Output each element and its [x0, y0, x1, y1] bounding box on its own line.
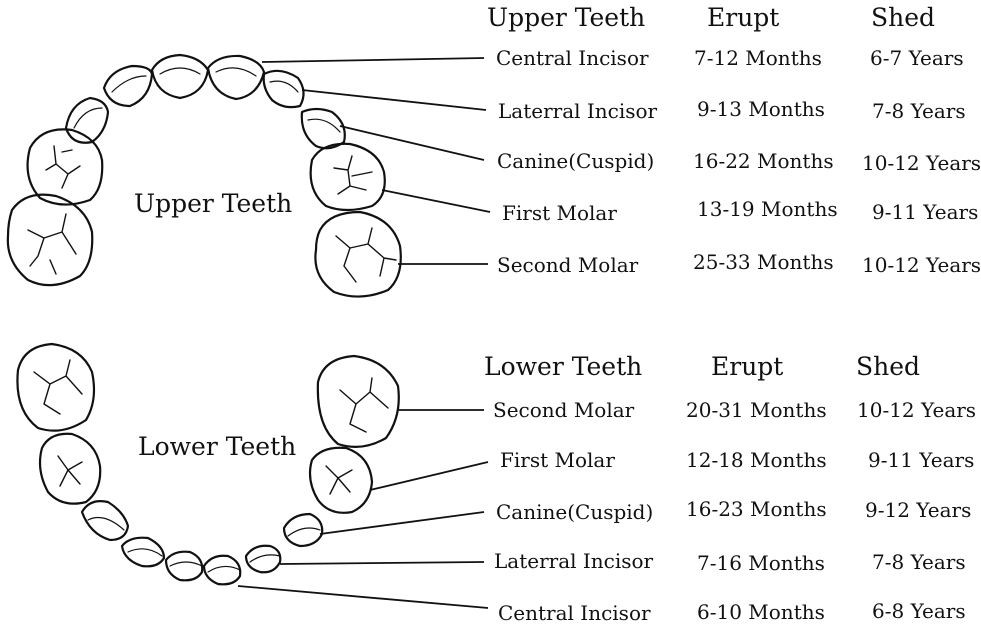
upper-row-name: Central Incisor [496, 46, 649, 70]
upper-row-shed: 10-12 Years [862, 151, 981, 175]
upper-arch [6, 53, 402, 298]
upper-second-molar-left [6, 193, 94, 287]
leader-lower-central-incisor [237, 585, 489, 609]
lower-row-name: Laterral Incisor [494, 549, 654, 573]
upper-erupt-header: Erupt [707, 3, 780, 32]
leader-lower-first-molar [369, 461, 489, 491]
lower-row-erupt: 6-10 Months [697, 600, 825, 624]
lower-row-shed: 10-12 Years [857, 398, 977, 422]
lower-jaw-label: Lower Teeth [138, 432, 297, 461]
upper-row-erupt: 25-33 Months [693, 250, 834, 274]
lower-row-name: Second Molar [493, 398, 635, 422]
upper-row-name: First Molar [502, 201, 617, 225]
lower-group-header: Lower Teeth [484, 352, 643, 381]
upper-second-molar-right [314, 210, 402, 298]
lower-row-name: Canine(Cuspid) [496, 500, 654, 524]
upper-row-erupt: 16-22 Months [693, 149, 834, 173]
lower-arch [16, 342, 400, 586]
upper-canine-right [300, 107, 346, 150]
lower-first-molar-left [38, 432, 102, 505]
upper-central-incisor-left [150, 53, 210, 100]
lower-row-name: First Molar [500, 448, 615, 472]
leader-upper-lateral-incisor [301, 89, 487, 111]
lower-row-shed: 6-8 Years [872, 599, 966, 623]
upper-lateral-incisor-left [102, 64, 154, 108]
lower-erupt-header: Erupt [711, 352, 784, 381]
upper-central-incisor-right [206, 54, 266, 101]
upper-row-shed: 9-11 Years [872, 200, 979, 224]
lower-canine-right [282, 512, 324, 548]
upper-row-erupt: 13-19 Months [697, 197, 838, 221]
upper-lateral-incisor-right [262, 69, 305, 109]
upper-row-name: Second Molar [497, 253, 639, 277]
lower-row-erupt: 7-16 Months [697, 551, 825, 575]
lower-central-incisor-right [202, 554, 242, 586]
leader-upper-first-molar [381, 189, 491, 213]
leader-lower-lateral-incisor [279, 561, 485, 565]
lower-central-incisor-left [164, 550, 204, 582]
lower-second-molar-left [16, 342, 96, 432]
upper-row-name: Canine(Cuspid) [497, 149, 655, 173]
lower-row-erupt: 12-18 Months [686, 448, 827, 472]
lower-row-shed: 7-8 Years [872, 550, 966, 574]
lower-row-erupt: 16-23 Months [686, 497, 827, 521]
lower-first-molar-right [308, 446, 374, 514]
upper-row-shed: 7-8 Years [872, 99, 966, 123]
lower-row-shed: 9-12 Years [865, 498, 972, 522]
leader-lower-canine [319, 511, 485, 535]
upper-jaw-label: Upper Teeth [134, 189, 293, 218]
upper-row-erupt: 9-13 Months [697, 97, 825, 121]
upper-row-shed: 6-7 Years [870, 46, 964, 70]
upper-row-erupt: 7-12 Months [694, 46, 822, 70]
lower-row-erupt: 20-31 Months [686, 398, 827, 422]
leader-upper-central-incisor [261, 57, 485, 63]
leader-upper-canine [339, 125, 485, 161]
upper-canine-left [64, 96, 110, 144]
upper-first-molar-left [26, 128, 104, 206]
upper-first-molar-right [309, 142, 386, 212]
upper-shed-header: Shed [871, 3, 936, 32]
lower-second-molar-right [316, 354, 400, 449]
upper-group-header: Upper Teeth [487, 3, 646, 32]
upper-row-name: Laterral Incisor [498, 99, 658, 123]
lower-canine-left [80, 500, 130, 542]
lower-lateral-incisor-left [120, 536, 166, 568]
leader-lines [237, 57, 491, 609]
lower-row-shed: 9-11 Years [868, 448, 975, 472]
upper-row-shed: 10-12 Years [862, 253, 981, 277]
lower-row-name: Central Incisor [498, 601, 651, 625]
lower-shed-header: Shed [856, 352, 921, 381]
lower-lateral-incisor-right [244, 544, 282, 574]
